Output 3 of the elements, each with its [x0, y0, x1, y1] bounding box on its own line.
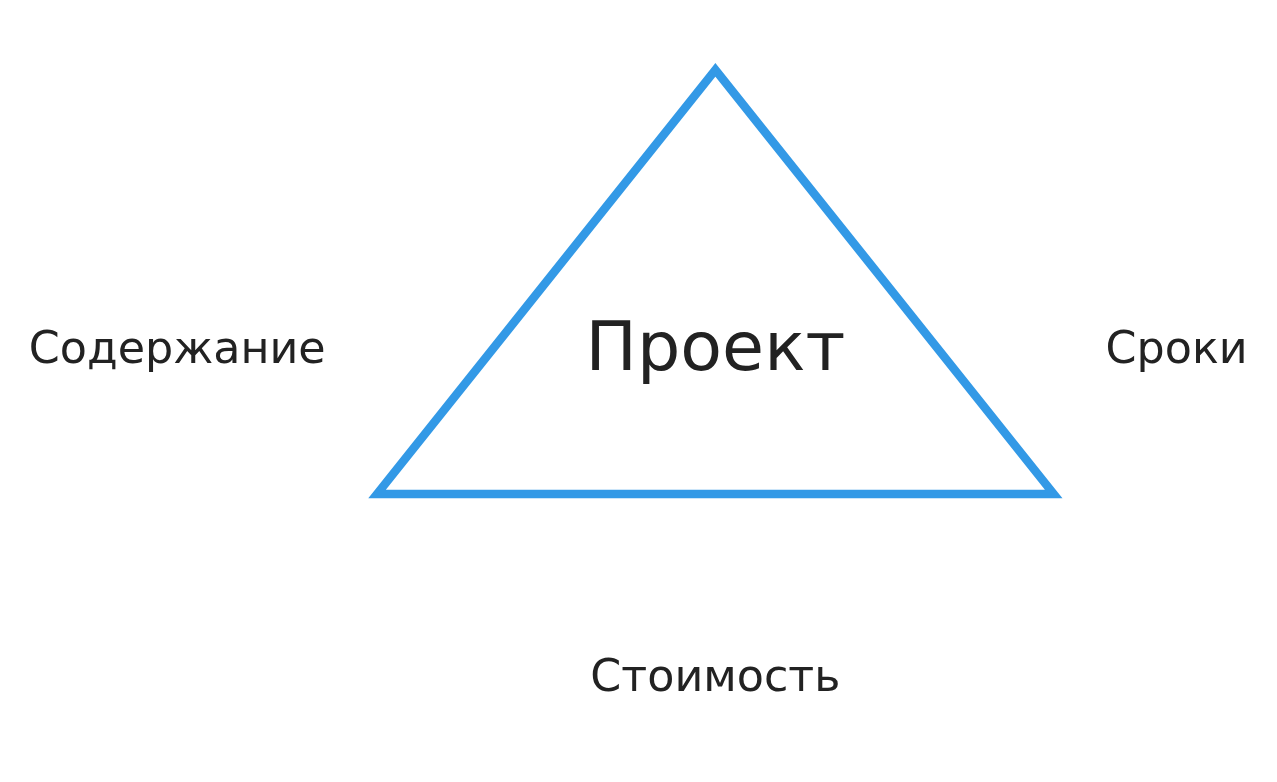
label: Содержание	[28, 322, 326, 374]
label: Стоимость	[590, 650, 841, 702]
label: Сроки	[1105, 322, 1248, 374]
